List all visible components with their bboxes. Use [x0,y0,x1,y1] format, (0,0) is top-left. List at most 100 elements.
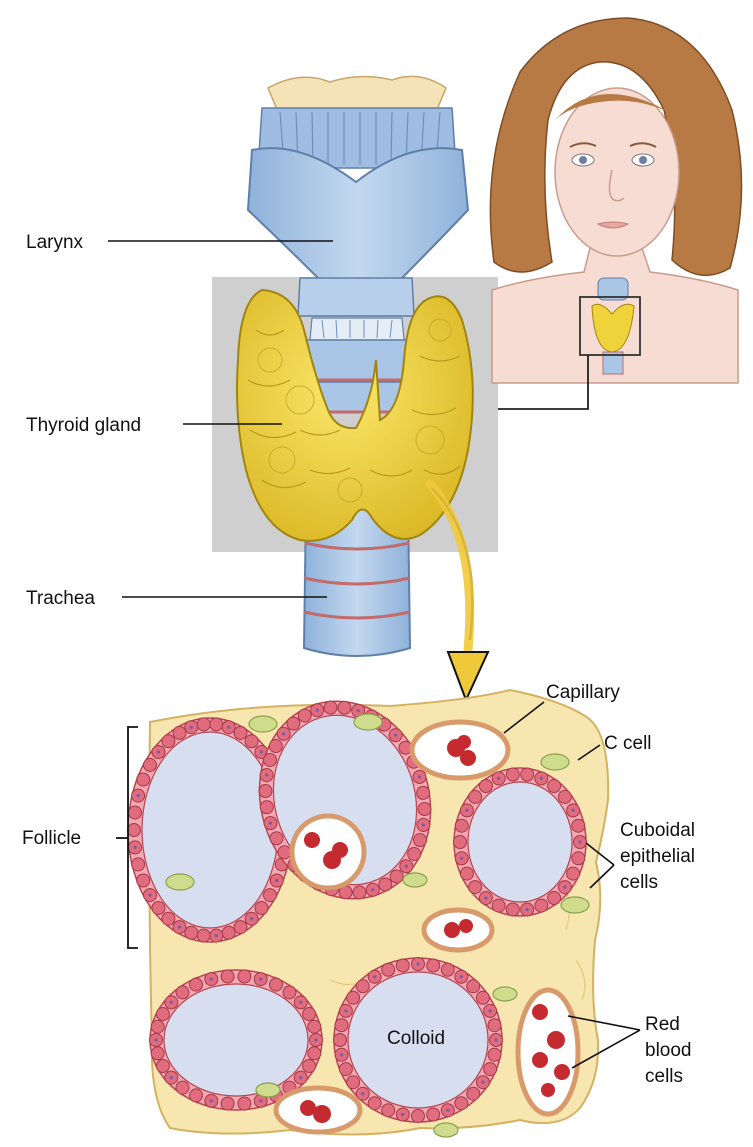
epithelial-cell [535,899,548,912]
epithelial-cell [197,718,210,731]
cell-nucleus [340,1053,343,1056]
epithelial-cell [382,963,395,976]
cell-nucleus [314,1038,317,1041]
epithelial-cell [190,1089,203,1102]
cell-nucleus [361,1092,364,1095]
cell-nucleus [494,1038,497,1041]
epithelial-cell [234,726,247,739]
epithelial-cell [176,1081,189,1094]
epithelial-cell [264,889,277,902]
woman-figure-illustration [490,18,741,383]
cell-nucleus [484,896,487,899]
epithelial-cell [412,1110,425,1123]
epithelial-cell [162,735,175,748]
epithelial-cell [572,819,585,832]
cell-nucleus [210,1099,213,1102]
cell-nucleus [578,840,581,843]
epithelial-cell [558,790,571,803]
epithelial-cell [548,892,561,905]
cell-nucleus [137,794,140,797]
colloid [468,782,572,902]
c-cell-label: C cell [604,733,652,754]
cell-nucleus [299,1001,302,1004]
epithelial-cell [488,1048,501,1061]
epithelial-cell [270,978,283,991]
epithelial-cell [335,1019,348,1032]
epithelial-cell [303,1008,316,1021]
epithelial-cell [382,1104,395,1117]
epithelial-cell [396,959,409,972]
epithelial-cell [283,986,296,999]
epithelial-cell [137,773,150,786]
cell-nucleus [154,1038,157,1041]
epithelial-cell [221,1097,234,1110]
epithelial-cell [492,899,505,912]
cuboidal-label-line2: epithelial [620,846,695,867]
epithelial-cell [479,780,492,793]
epithelial-cell [347,991,360,1004]
trachea-label: Trachea [26,588,95,609]
thyroid-gland-label: Thyroid gland [26,415,141,436]
epithelial-cell [454,836,467,849]
epithelial-cell [245,735,258,748]
epithelial-cell [572,852,585,865]
cell-nucleus [259,978,262,981]
epithelial-cell [467,1087,480,1100]
cell-nucleus [460,857,463,860]
cell-nucleus [275,879,278,882]
epithelial-cell [197,929,210,942]
epithelial-cell [521,768,534,781]
epithelial-cell [303,1060,316,1073]
capillary-bottom [276,1088,360,1132]
cell-nucleus [481,1081,484,1084]
follicle-label: Follicle [22,828,81,849]
cell-nucleus [190,726,193,729]
epithelial-cell [441,963,454,976]
epithelial-cell [427,959,440,972]
cell-nucleus [416,962,419,965]
red-blood-cells-label-line2: blood [645,1040,692,1061]
epithelial-cell [506,903,519,916]
cell-nucleus [563,886,566,889]
epithelial-cell [427,1108,440,1121]
cuboidal-label-line1: Cuboidal [620,820,695,841]
epithelial-cell [548,780,561,793]
epithelial-cell [152,902,165,915]
epithelial-cell [162,912,175,925]
cell-nucleus [260,750,263,753]
epithelial-cell [308,1047,321,1060]
epithelial-cell [460,867,473,880]
follicle [454,768,587,916]
cell-nucleus [227,726,230,729]
epithelial-cell [347,1076,360,1089]
capillary-label: Capillary [546,682,620,703]
cell-nucleus [460,975,463,978]
epithelial-cell [129,806,142,819]
epithelial-cell [469,790,482,803]
colloid [164,984,308,1096]
cell-nucleus [250,917,253,920]
larynx-label: Larynx [26,232,84,253]
epithelial-cell [173,726,186,739]
cell-nucleus [178,926,181,929]
epithelial-cell [356,980,369,993]
epithelial-cell [234,921,247,934]
cell-nucleus [157,750,160,753]
epithelial-cell [132,858,145,871]
cell-nucleus [446,1109,449,1112]
epithelial-cell [368,1097,381,1110]
cell-nucleus [540,777,543,780]
epithelial-cell [156,1008,169,1021]
capillary-mid-right [424,910,492,950]
cell-nucleus [215,934,218,937]
epithelial-cell [238,970,251,983]
cell-nucleus [373,975,376,978]
cell-nucleus [148,894,151,897]
epithelial-cell [484,1063,497,1076]
epithelial-cell [567,867,580,880]
epithelial-cell [308,1020,321,1033]
epithelial-cell [144,758,157,771]
epithelial-cell [176,986,189,999]
cell-nucleus [299,1076,302,1079]
